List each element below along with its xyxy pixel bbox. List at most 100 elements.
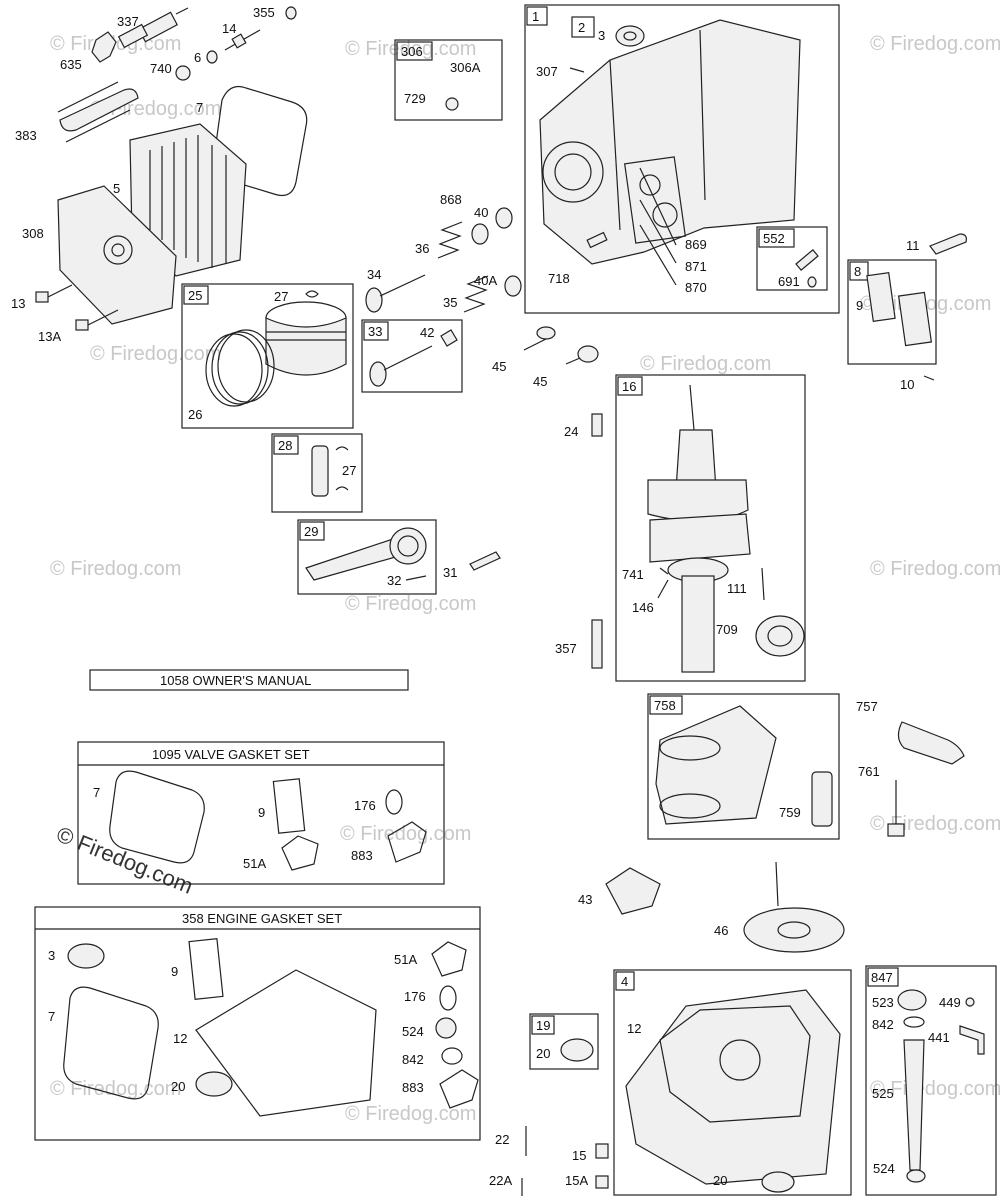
part-label: 32 xyxy=(387,573,401,588)
part-label: 729 xyxy=(404,91,426,106)
part-label: 9 xyxy=(258,805,265,820)
box-tag: 29 xyxy=(304,524,318,539)
valve-spring-icon xyxy=(437,221,463,259)
cylinder-head-icon xyxy=(129,123,247,277)
head-gasket-icon xyxy=(109,770,205,864)
box-tag: 33 xyxy=(368,324,382,339)
tappet-icon xyxy=(565,345,599,365)
part-label: 709 xyxy=(716,622,738,637)
fitting-icon xyxy=(445,97,459,111)
gasket-icon xyxy=(281,835,319,871)
watermark: © Firedog.com xyxy=(90,343,221,365)
part-label: 842 xyxy=(402,1052,424,1067)
box-tag: 8 xyxy=(854,264,861,279)
part-label: 42 xyxy=(420,325,434,340)
part-label: 15A xyxy=(565,1173,588,1188)
part-label: 635 xyxy=(60,57,82,72)
piston-icon xyxy=(265,301,347,376)
part-label: 36 xyxy=(415,241,429,256)
box-tag: 28 xyxy=(278,438,292,453)
balance-ring-icon xyxy=(755,615,805,657)
engine-gasket-set-caption: 358 ENGINE GASKET SET xyxy=(182,911,342,926)
bracket-icon xyxy=(959,1025,985,1055)
part-label: 759 xyxy=(779,805,801,820)
part-label: 24 xyxy=(564,424,578,439)
part-label: 45 xyxy=(492,359,506,374)
key-icon xyxy=(591,413,603,437)
part-label: 14 xyxy=(222,21,236,36)
part-label: 27 xyxy=(274,289,288,304)
dipstick-cap-icon xyxy=(897,989,927,1011)
stud-icon xyxy=(224,29,261,51)
box-tag: 19 xyxy=(536,1018,550,1033)
retainer-clip-icon xyxy=(305,290,319,298)
part-label: 45 xyxy=(533,374,547,389)
box-tag: 847 xyxy=(871,970,893,985)
sleeve-icon xyxy=(811,771,833,827)
part-label: 20 xyxy=(536,1046,550,1061)
part-label: 6 xyxy=(194,50,201,65)
box-tag: 552 xyxy=(763,231,785,246)
part-label: 35 xyxy=(443,295,457,310)
part-label: 524 xyxy=(873,1161,895,1176)
valve-gasket-set-caption: 1095 VALVE GASKET SET xyxy=(152,747,310,762)
oil-seal-icon xyxy=(195,1071,233,1097)
part-label: 176 xyxy=(404,989,426,1004)
plug-icon xyxy=(807,276,817,288)
o-ring-icon xyxy=(906,1169,926,1183)
box-tag: 16 xyxy=(622,379,636,394)
screw-icon xyxy=(569,67,585,73)
pin-icon xyxy=(761,567,765,601)
part-label: 718 xyxy=(548,271,570,286)
part-label: 40 xyxy=(474,205,488,220)
bolt-icon xyxy=(35,284,73,303)
breather-gasket-icon xyxy=(188,938,224,1000)
leader-lines xyxy=(639,167,677,599)
retainer-clip-icon xyxy=(335,486,349,491)
screw-icon xyxy=(405,575,427,581)
air-guide-icon xyxy=(57,185,177,325)
box-tags: 1 2 306 552 8 25 33 28 29 16 758 4 19 84… xyxy=(188,9,893,1033)
breather-cover-icon xyxy=(897,291,933,347)
dowel-pin-icon xyxy=(586,231,608,249)
watermark: © Firedog.com xyxy=(50,558,181,580)
part-label: 31 xyxy=(443,565,457,580)
retainer-icon xyxy=(504,275,522,297)
o-ring-icon xyxy=(441,1047,463,1065)
part-label: 5 xyxy=(113,181,120,196)
part-label: 383 xyxy=(15,128,37,143)
oil-dipper-icon xyxy=(469,551,501,571)
watermark: © Firedog.com xyxy=(640,353,771,375)
breather-gasket-icon xyxy=(272,778,306,834)
retainer-icon xyxy=(495,207,513,229)
oil-seal-icon xyxy=(761,1171,795,1193)
watermark: © Firedog.com xyxy=(345,593,476,615)
part-label: 757 xyxy=(856,699,878,714)
part-label: 883 xyxy=(402,1080,424,1095)
governor-icon xyxy=(605,867,661,915)
valve-spring-icon xyxy=(463,275,489,313)
part-label: 357 xyxy=(555,641,577,656)
tappet-icon xyxy=(523,326,556,351)
part-label: 842 xyxy=(872,1017,894,1032)
oil-seal-icon xyxy=(560,1038,594,1062)
part-label: 20 xyxy=(713,1173,727,1188)
breather-gasket-icon xyxy=(866,272,896,322)
part-label: 9 xyxy=(171,964,178,979)
part-label: 883 xyxy=(351,848,373,863)
box-tag: 25 xyxy=(188,288,202,303)
part-label: 306A xyxy=(450,60,481,75)
camshaft-icon xyxy=(743,861,845,953)
part-label: 523 xyxy=(872,995,894,1010)
part-label: 308 xyxy=(22,226,44,241)
part-label: 176 xyxy=(354,798,376,813)
spark-plug-boot-icon xyxy=(91,31,117,63)
gasket-icon xyxy=(387,821,427,863)
part-label: 525 xyxy=(872,1086,894,1101)
dowel-pin-icon xyxy=(795,249,819,271)
bolt-icon xyxy=(75,309,119,331)
intake-valve-icon xyxy=(369,345,433,387)
oil-seal-icon xyxy=(623,31,637,41)
part-label: 449 xyxy=(939,995,961,1010)
part-label: 524 xyxy=(402,1024,424,1039)
